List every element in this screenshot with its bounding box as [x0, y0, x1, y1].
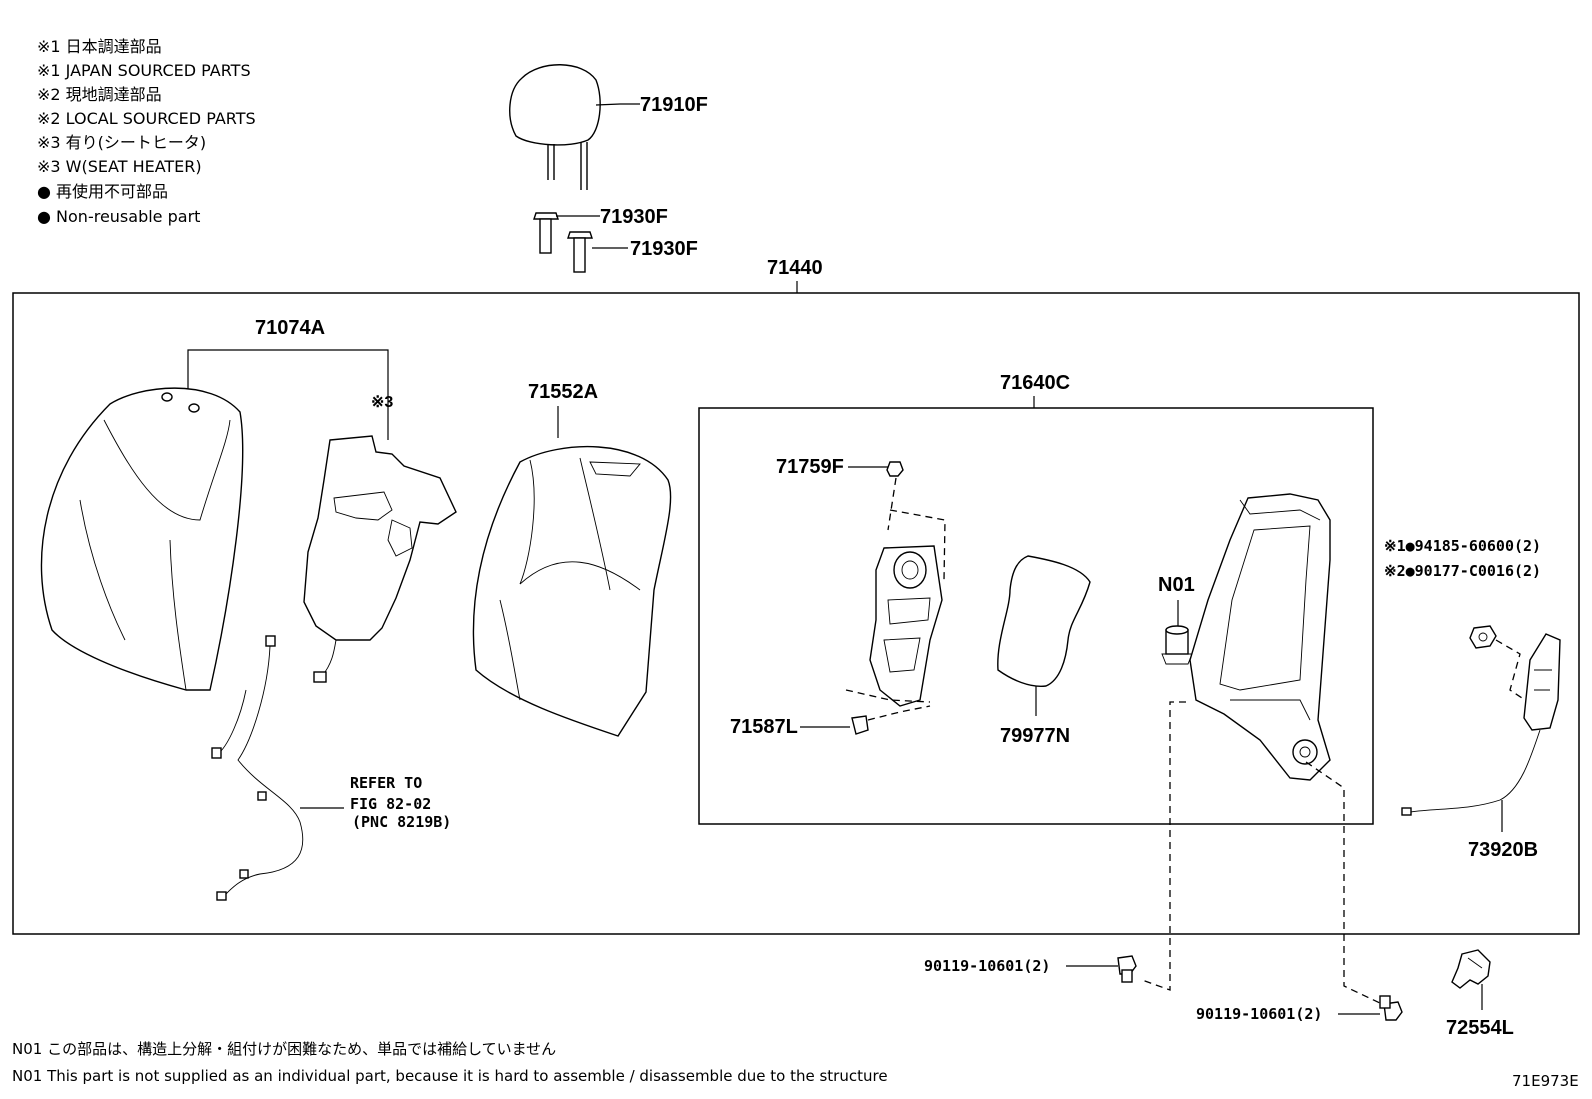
- nut-icon-right: [1469, 625, 1497, 649]
- label-71640C: 71640C: [1000, 372, 1070, 394]
- frame-71640C-box: [698, 407, 1374, 825]
- bolt-icon-1: [1117, 955, 1137, 983]
- seat-heater-element-icon: [303, 435, 457, 683]
- seat-back-frame-icon: [1189, 493, 1331, 781]
- label-73920B: 73920B: [1468, 839, 1538, 861]
- label-bolt-2: 90119-10601(2): [1196, 1005, 1322, 1023]
- leader-71910F: [595, 103, 640, 106]
- legend: ※1 日本調達部品 ※1 JAPAN SOURCED PARTS ※2 現地調達…: [37, 37, 256, 226]
- label-71930F-2: 71930F: [630, 238, 698, 260]
- seat-heater-switch-harness-icon: [1401, 633, 1561, 816]
- figure-id: 71E973E: [1512, 1072, 1579, 1090]
- cushion-panel-icon: [997, 555, 1091, 687]
- label-heater-note: ※3: [371, 394, 393, 411]
- dash-71759F: [887, 477, 897, 531]
- dash-71587L: [867, 705, 931, 721]
- label-nut-local: ※2●90177-C0016(2): [1384, 562, 1541, 580]
- dash-recliner-top: [889, 509, 946, 581]
- label-71910F: 71910F: [640, 94, 708, 116]
- legend-line-1: ※1 日本調達部品: [37, 37, 162, 56]
- assembly-71440-frame: [12, 292, 1580, 935]
- motor-icon-N01: [1161, 625, 1193, 665]
- note-en: N01 This part is not supplied as an indi…: [12, 1067, 888, 1085]
- label-71552A: 71552A: [528, 381, 598, 403]
- label-bolt-1: 90119-10601(2): [924, 957, 1050, 975]
- legend-line-4: ※2 LOCAL SOURCED PARTS: [37, 109, 256, 128]
- seat-back-cover-icon: [40, 387, 244, 691]
- dash-nut-right: [1495, 639, 1523, 699]
- bracket-71074A: [187, 349, 389, 440]
- label-71930F-1: 71930F: [600, 206, 668, 228]
- dash-bolt-1: [1141, 701, 1186, 991]
- bracket-icon-72554L: [1451, 949, 1491, 989]
- legend-line-8: ● Non-reusable part: [37, 207, 200, 226]
- refer-line-2: FIG 82-02: [350, 795, 431, 813]
- refer-line-3: (PNC 8219B): [352, 813, 451, 831]
- wire-harness-icon: [211, 635, 304, 901]
- label-79977N: 79977N: [1000, 725, 1070, 747]
- legend-line-3: ※2 現地調達部品: [37, 85, 162, 104]
- nut-icon-71759F: [886, 461, 904, 477]
- headrest-guide-icon-2: [567, 231, 593, 273]
- label-71074A: 71074A: [255, 317, 325, 339]
- legend-line-5: ※3 有り(シートヒータ): [37, 133, 206, 152]
- label-N01: N01: [1158, 574, 1195, 596]
- headrest-icon: [509, 64, 601, 190]
- seat-back-pad-icon: [472, 445, 672, 737]
- legend-line-6: ※3 W(SEAT HEATER): [37, 157, 202, 176]
- dash-recliner-bottom: [845, 689, 931, 703]
- bolt-icon-2: [1379, 995, 1403, 1021]
- label-72554L: 72554L: [1446, 1017, 1514, 1039]
- refer-line-1: REFER TO: [350, 774, 422, 792]
- legend-line-2: ※1 JAPAN SOURCED PARTS: [37, 61, 251, 80]
- label-71759F: 71759F: [776, 456, 844, 478]
- legend-line-7: ● 再使用不可部品: [37, 182, 168, 201]
- clip-icon-71587L: [851, 715, 869, 735]
- headrest-guide-icon-1: [533, 212, 559, 254]
- label-71440: 71440: [767, 257, 823, 279]
- dash-bolt-2: [1305, 761, 1383, 1005]
- label-nut-jp: ※1●94185-60600(2): [1384, 537, 1541, 555]
- note-jp: N01 この部品は、構造上分解・組付けが困難なため、単品では補給していません: [12, 1040, 556, 1058]
- recliner-mechanism-icon: [869, 545, 943, 707]
- label-71587L: 71587L: [730, 716, 798, 738]
